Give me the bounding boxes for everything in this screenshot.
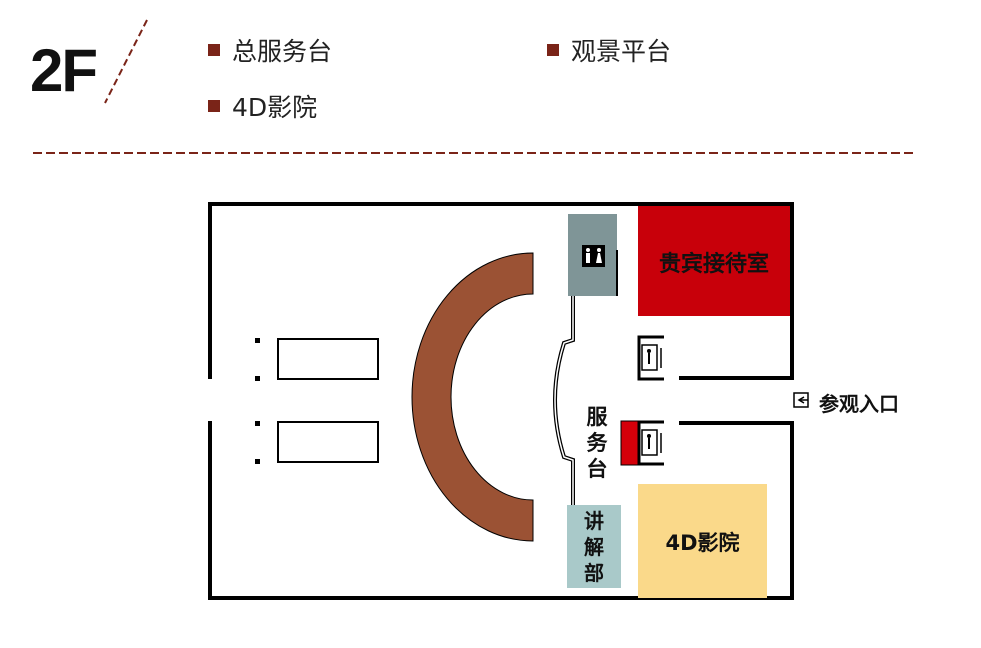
legend-label: 观景平台 [571,37,672,66]
legend-item-service-desk: 总服务台 [208,32,332,68]
service-desk-block [620,420,639,466]
floor-label: 2F [30,37,98,104]
legend-bullet-icon [547,44,559,56]
vip-room [638,206,790,316]
legend-label: 总服务台 [232,37,333,66]
elevator-icon [637,335,664,381]
4d-cinema [638,484,767,598]
service-desk-label: 服务台 [586,405,608,481]
legend-label: 4D影院 [232,93,318,122]
exhibit-stands [277,338,379,463]
curved-exhibit-wall [411,252,534,542]
elevator-icon [637,420,664,466]
entrance-icon [793,392,809,408]
entrance-label: 参观入口 [819,392,899,416]
vip-room-label: 贵宾接待室 [658,252,769,277]
service-counter-outer [553,296,575,505]
outer-walls [208,202,794,600]
diagonal-divider [104,19,148,104]
restroom-icon [582,245,605,267]
legend-item-viewing-platform: 观景平台 [547,32,671,68]
guide-department [567,505,621,588]
marker-dots [255,338,260,464]
legend-bullet-icon [208,100,220,112]
guide-department-label: 讲解部 [584,509,604,585]
legend-item-4d-cinema: 4D影院 [208,88,317,124]
4d-cinema-label: 4D影院 [665,531,740,555]
service-counter-inner [554,296,574,505]
legend-bullet-icon [208,44,220,56]
